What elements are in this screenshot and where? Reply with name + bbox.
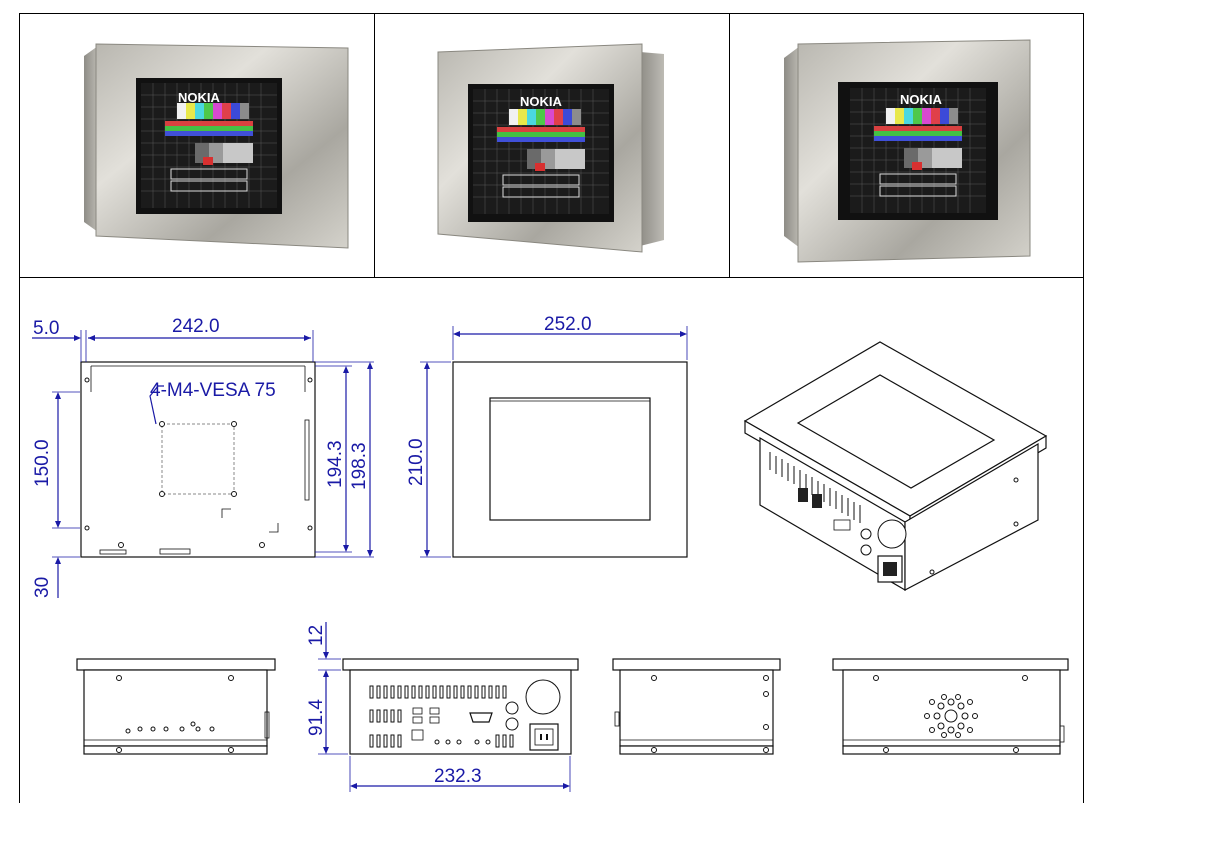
dim-vesa-height: 150.0 — [32, 439, 53, 487]
rear-view-drawing — [80, 361, 316, 558]
dim-height-outer: 198.3 — [349, 442, 370, 490]
product-photo-front-left: NOKIA — [84, 43, 349, 249]
side-view-io-panel — [342, 658, 579, 755]
dim-side-offset: 5.0 — [33, 318, 59, 339]
isometric-view-drawing — [743, 341, 1048, 592]
dim-bezel-thickness: 12 — [306, 625, 327, 646]
dim-front-height: 210.0 — [406, 438, 427, 486]
dim-depth: 91.4 — [306, 699, 327, 736]
product-photo-front-tilted: NOKIA — [784, 39, 1031, 263]
vesa-note: 4-M4-VESA 75 — [150, 380, 276, 401]
bottom-view-fan — [832, 658, 1069, 755]
side-view-dimensions: 12 91.4 232.3 — [306, 622, 571, 792]
brand-logo: NOKIA — [520, 94, 563, 109]
side-view-left — [76, 658, 276, 755]
brand-logo: NOKIA — [900, 92, 943, 107]
dim-rear-width: 242.0 — [172, 316, 220, 337]
front-view-dimensions: 252.0 210.0 — [406, 314, 688, 558]
dim-height-inner: 194.3 — [325, 440, 346, 488]
photo-table — [19, 13, 1084, 803]
side-view-right — [612, 658, 781, 755]
rear-view-dimensions: 5.0 242.0 150.0 30 194.3 198.3 4-M4-VESA… — [32, 316, 374, 598]
dim-bottom-width: 232.3 — [434, 766, 482, 787]
dim-bottom-offset: 30 — [32, 577, 53, 598]
brand-logo: NOKIA — [178, 90, 221, 105]
dim-front-width: 252.0 — [544, 314, 592, 335]
product-photo-front-right: NOKIA — [437, 43, 664, 253]
front-view-drawing — [452, 361, 688, 558]
